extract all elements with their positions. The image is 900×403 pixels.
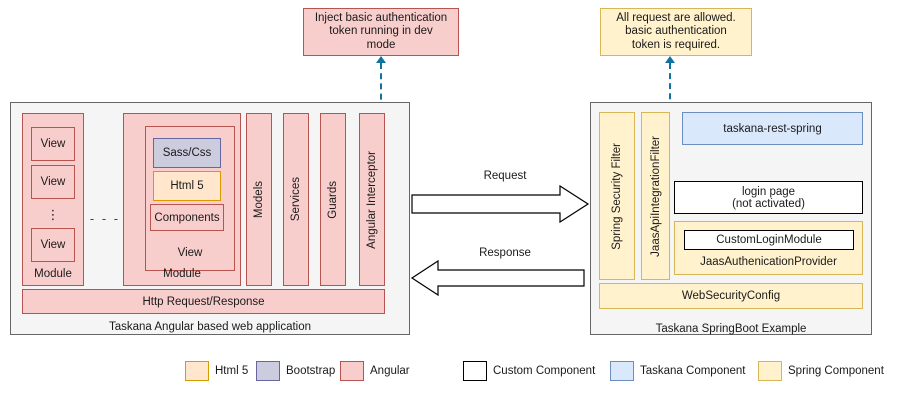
column-angular-interceptor: Angular Interceptor xyxy=(359,113,385,286)
module-1-vertical-ellipsis: ⋮ xyxy=(46,206,60,222)
taskana-rest-spring-box: taskana-rest-spring xyxy=(682,112,863,145)
legend-item-custom-component: Custom Component xyxy=(463,361,595,381)
note-right-line-2: basic authentication xyxy=(625,25,727,38)
legend-label-bootstrap: Bootstrap xyxy=(286,365,336,377)
legend-item-html5: Html 5 xyxy=(185,361,248,381)
column-guards: Guards xyxy=(320,113,346,286)
legend-swatch-html5 xyxy=(185,361,209,381)
module-2-item-components: Components xyxy=(150,204,224,231)
column-models: Models xyxy=(246,113,272,286)
note-left-line-1: Inject basic authentication xyxy=(314,11,448,24)
legend-label-custom-component: Custom Component xyxy=(493,365,596,377)
legend-item-spring-component: Spring Component xyxy=(758,361,884,381)
module-2-view-label: View xyxy=(177,247,203,259)
note-right-line-1: All request are allowed. xyxy=(616,11,736,24)
note-left-dev-mode: Inject basic authentication token runnin… xyxy=(303,8,459,56)
note-right-auth-required: All request are allowed. basic authentic… xyxy=(600,8,752,56)
filter-jaas-api-integration: JaasApiIntegrationFilter xyxy=(641,112,670,280)
login-page-box: login page (not activated) xyxy=(674,181,863,214)
legend-item-angular: Angular xyxy=(340,361,410,381)
connector-right-arrowhead-icon xyxy=(665,56,675,63)
legend-swatch-bootstrap xyxy=(256,361,280,381)
legend-item-bootstrap: Bootstrap xyxy=(256,361,335,381)
module-1-view-1: View xyxy=(31,127,75,161)
legend-label-spring-component: Spring Component xyxy=(788,365,884,377)
module-2-item-sass-css: Sass/Css xyxy=(153,138,221,168)
connector-left-arrowhead-icon xyxy=(376,56,386,63)
legend-swatch-spring-component xyxy=(758,361,782,381)
connector-left-dashed-line xyxy=(380,63,382,120)
login-page-line-2: (not activated) xyxy=(732,197,805,210)
login-page-line-1: login page xyxy=(741,185,796,198)
right-panel-caption: Taskana SpringBoot Example xyxy=(655,323,807,335)
module-1-label: Module xyxy=(34,268,72,280)
modules-separator-ellipsis: - - - xyxy=(89,210,121,226)
response-arrow-icon xyxy=(410,259,585,297)
module-2-label: Module xyxy=(163,268,201,280)
legend-label-taskana-component: Taskana Component xyxy=(640,365,746,377)
jaas-authentication-provider-label: JaasAuthenicationProvider xyxy=(700,256,837,268)
module-2-item-html5: Html 5 xyxy=(153,171,221,201)
legend-label-angular: Angular xyxy=(370,365,410,377)
module-1-view-2: View xyxy=(31,165,75,199)
legend-swatch-angular xyxy=(340,361,364,381)
legend-label-html5: Html 5 xyxy=(215,365,249,377)
column-services: Services xyxy=(283,113,309,286)
note-left-line-2: token running in dev xyxy=(329,25,433,38)
request-label: Request xyxy=(483,170,527,182)
note-left-line-3: mode xyxy=(366,38,396,51)
legend-swatch-custom-component xyxy=(463,361,487,381)
request-arrow-icon xyxy=(411,184,590,224)
web-security-config-box: WebSecurityConfig xyxy=(599,283,863,309)
module-1-view-3: View xyxy=(31,228,75,262)
response-label: Response xyxy=(479,247,531,259)
filter-spring-security: Spring Security Filter xyxy=(599,112,635,280)
custom-login-module-box: CustomLoginModule xyxy=(684,230,854,250)
legend-swatch-taskana-component xyxy=(610,361,634,381)
http-request-response-bar: Http Request/Response xyxy=(22,289,385,314)
legend-item-taskana-component: Taskana Component xyxy=(610,361,745,381)
note-right-line-3: token is required. xyxy=(631,38,721,51)
left-panel-caption: Taskana Angular based web application xyxy=(108,321,312,333)
